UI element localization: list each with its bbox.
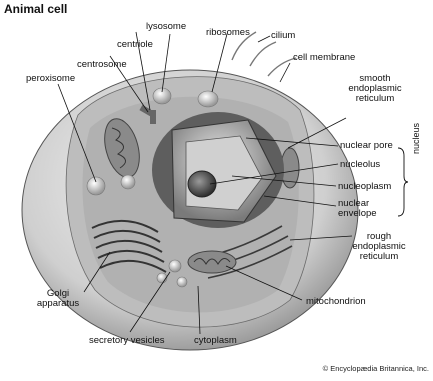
label-nuclear-envelope-line2: envelope [338,209,377,219]
label-rough-er-line3: reticulum [344,252,414,262]
label-cilium: cilium [271,31,295,41]
diagram-title: Animal cell [4,2,67,16]
label-peroxisome: peroxisome [26,74,75,84]
label-centrosome: centrosome [77,60,127,70]
label-golgi-apparatus: Golgi apparatus [28,289,88,309]
label-cell-membrane: cell membrane [293,53,355,63]
mitochondrion-bottom [188,251,236,273]
label-lysosome: lysosome [146,22,186,32]
nucleus [152,112,284,228]
label-smooth-er: smooth endoplasmic reticulum [340,74,410,104]
label-centriole: centriole [117,40,153,50]
label-cytoplasm: cytoplasm [194,336,237,346]
label-nucleus: nucleus [411,123,421,154]
label-secretory-vesicles: secretory vesicles [89,336,165,346]
label-ribosomes: ribosomes [206,28,250,38]
label-nuclear-pore: nuclear pore [340,141,393,151]
nucleus-bracket [398,148,408,216]
label-nucleoplasm: nucleoplasm [338,182,391,192]
label-mitochondrion: mitochondrion [306,297,366,307]
label-nucleolus: nucleolus [340,160,380,170]
label-nuclear-envelope: nuclear envelope [338,199,377,219]
copyright-credit: © Encyclopædia Britannica, Inc. [323,364,429,373]
label-golgi-line2: apparatus [28,299,88,309]
label-smooth-er-line3: reticulum [340,94,410,104]
label-rough-er: rough endoplasmic reticulum [344,232,414,262]
